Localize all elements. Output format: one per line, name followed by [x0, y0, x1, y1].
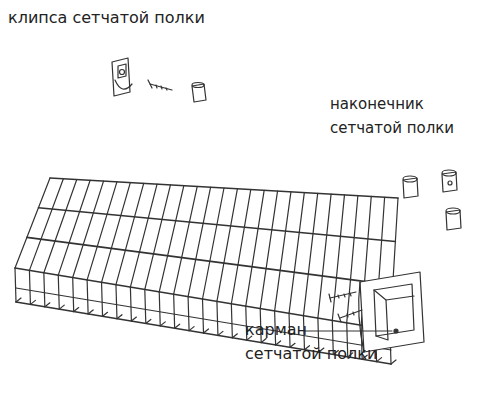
clip-screw — [148, 80, 172, 90]
shelf-wire — [217, 301, 218, 335]
shelf-wire — [50, 178, 398, 198]
shelf-wire — [102, 282, 103, 316]
shelf-wire — [87, 280, 88, 314]
shelf-wire — [318, 194, 331, 318]
shelf-wire — [58, 180, 90, 275]
clip-tip — [192, 83, 206, 103]
shelf-clip — [112, 58, 132, 96]
shelf-wire — [260, 191, 277, 308]
shelf-wire — [332, 195, 344, 321]
shelf-wire — [44, 180, 77, 273]
shelf-wire — [159, 292, 160, 326]
leader-line — [305, 331, 392, 332]
shelf-wire — [58, 275, 59, 309]
part-label: наконечник сетчатой полки — [330, 92, 456, 140]
shelf-wire — [29, 270, 30, 304]
shelf-wire — [159, 186, 184, 292]
shelf-wire — [203, 299, 204, 333]
pocket-screws — [329, 292, 362, 322]
shelf-wire — [145, 289, 146, 323]
shelf-wire — [15, 268, 16, 302]
shelf-wire — [174, 186, 198, 294]
shelf-wire — [231, 304, 232, 338]
shelf-wire — [289, 193, 304, 314]
shelf-wire — [188, 187, 211, 296]
shelf-wire — [188, 297, 189, 331]
shelf-wire — [87, 182, 117, 280]
shelf-wire — [347, 196, 358, 323]
part-label: карман сетчатой полки — [245, 318, 379, 366]
shelf-wire — [303, 193, 317, 315]
shelf-wire — [16, 288, 391, 350]
shelf-wire — [29, 179, 63, 271]
shelf-tips — [403, 170, 461, 230]
shelf-wire — [130, 287, 131, 321]
shelf-wire — [174, 294, 175, 328]
shelf-wire — [275, 192, 291, 311]
shelf-wire — [44, 273, 45, 307]
shelf-wire — [73, 181, 104, 277]
part-label: клипса сетчатой полки — [8, 6, 205, 30]
shelf-wire — [102, 183, 131, 283]
wire-shelf — [15, 178, 398, 364]
shelf-pocket — [359, 272, 424, 352]
shelf-wire — [116, 183, 144, 284]
shelf-wire — [73, 278, 74, 312]
shelf-wire — [15, 268, 390, 330]
shelf-wire — [116, 285, 117, 319]
shelf-wire — [246, 190, 264, 306]
shelf-wire — [130, 184, 157, 287]
shelf-wire — [15, 178, 50, 268]
shelf-wire — [38, 208, 395, 242]
shelf-wire — [391, 360, 396, 364]
shelf-wire — [145, 185, 171, 290]
shelf-wire — [231, 190, 250, 304]
shelf-wire — [27, 237, 393, 285]
